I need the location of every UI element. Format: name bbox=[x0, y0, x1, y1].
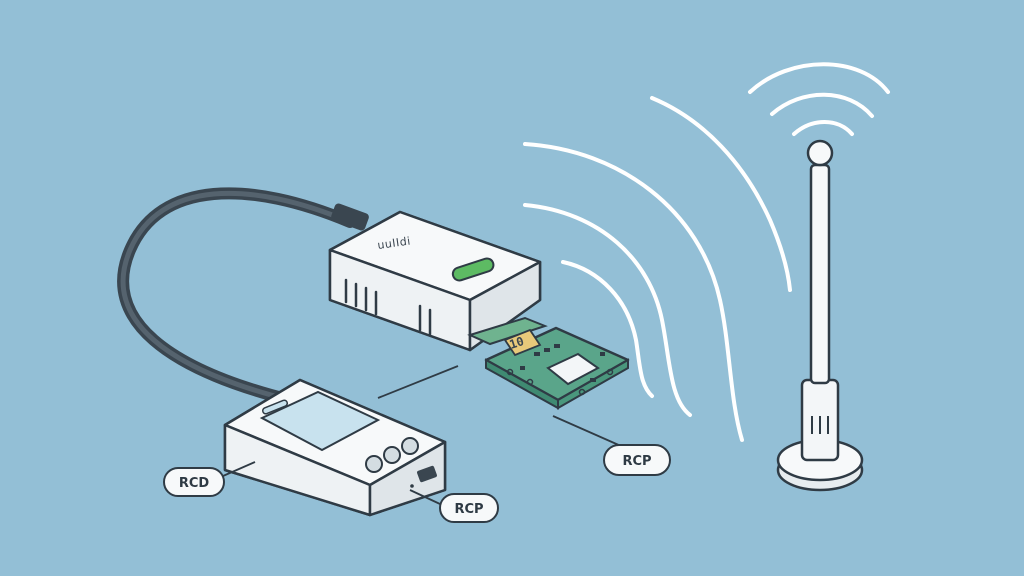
pcb-board-icon: 10 bbox=[467, 316, 630, 410]
wifi-signal-icon bbox=[523, 62, 890, 442]
remote-device-icon bbox=[223, 378, 447, 517]
remote-button-1[interactable] bbox=[365, 455, 383, 473]
pcb-chip-text: 10 bbox=[508, 334, 526, 352]
usb-cable-icon bbox=[117, 187, 369, 406]
hub-name-text: uuIIdi bbox=[377, 234, 412, 252]
label-rcp-right-text: RCP bbox=[622, 454, 651, 469]
label-rcp-bottom-text: RCP bbox=[454, 502, 483, 517]
label-rcp-bottom: RCP bbox=[439, 493, 499, 523]
label-rcd-left: RCD bbox=[163, 467, 225, 497]
label-rcd-left-text: RCD bbox=[179, 476, 210, 491]
remote-port bbox=[417, 465, 437, 483]
hub-device-icon: uuIIdi bbox=[328, 210, 542, 352]
remote-button-3[interactable] bbox=[401, 437, 419, 455]
antenna-icon bbox=[776, 139, 864, 492]
remote-button-2[interactable] bbox=[383, 446, 401, 464]
status-led bbox=[451, 257, 495, 282]
label-rcp-right: RCP bbox=[603, 444, 671, 476]
